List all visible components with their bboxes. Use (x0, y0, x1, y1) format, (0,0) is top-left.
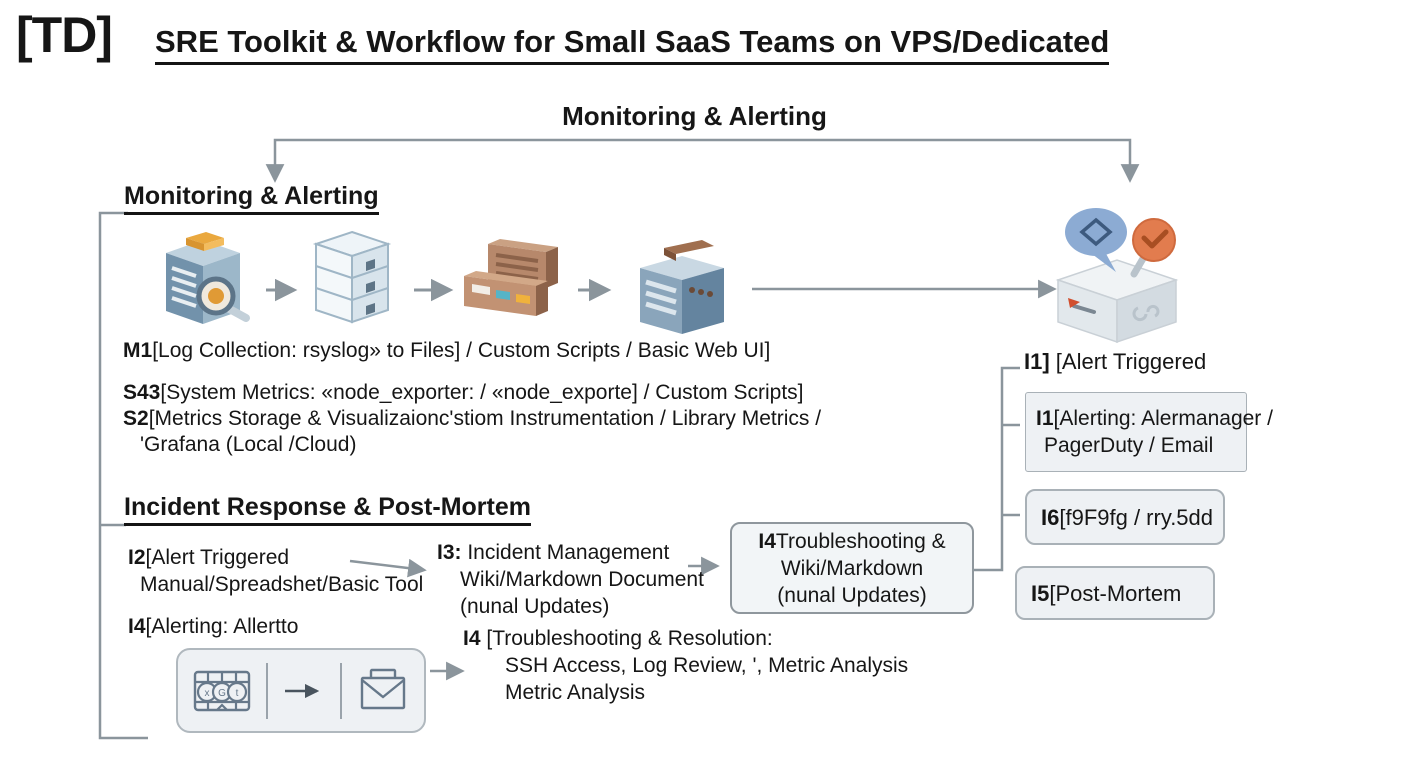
log-search-cube-icon (166, 232, 250, 324)
monitoring-heading: Monitoring & Alerting (124, 182, 379, 215)
m1-label: M1[Log Collection: rsyslog» to Files] / … (123, 339, 771, 362)
dashboard-rack-icon (464, 239, 558, 316)
s2-label: S2[Metrics Storage & Visualizaionc'stiom… (123, 407, 822, 430)
alert-to-email-toolbox: x G t (176, 648, 426, 733)
i1-alert-triggered-label: I1] [Alert Triggered (1024, 349, 1207, 374)
i2-label: I2[Alert Triggered Manual/Spreadshet/Bas… (128, 546, 424, 596)
alerting-box-icon (1055, 208, 1179, 344)
i3-label: I3: Incident Management Wiki/Markdown Do… (437, 541, 704, 618)
exporter-box-icon (640, 240, 724, 334)
incident-heading: Incident Response & Post-Mortem (124, 493, 531, 526)
svg-text:x: x (205, 688, 210, 699)
i1-alerting-box: I1[Alerting: Alermanager / PagerDuty / E… (1025, 392, 1273, 472)
i4-resolution-label: I4 [Troubleshooting & Resolution: SSH Ac… (463, 627, 909, 704)
s2-continuation-label: 'Grafana (Local /Cloud) (140, 433, 357, 456)
page-title: SRE Toolkit & Workflow for Small SaaS Te… (155, 24, 1110, 65)
email-icon (360, 668, 406, 709)
toolbox-divider-1 (266, 662, 268, 719)
i2-i3-arrow (349, 558, 427, 578)
left-spine-connector (98, 211, 148, 740)
svg-text:G: G (218, 688, 226, 699)
i4-alerting-label: I4[Alerting: Allertto (128, 615, 299, 638)
top-bracket-connector (265, 138, 1140, 183)
i5-post-mortem-box: I5[Post-Mortem (1015, 566, 1215, 620)
svg-text:t: t (236, 688, 239, 699)
right-bracket-connector (974, 366, 1020, 572)
i6-box: I6[f9F9fg / rry.5dd (1025, 489, 1225, 545)
i4-troubleshooting-box: I4Troubleshooting & Wiki/Markdown (nunal… (730, 522, 974, 614)
toolbox-divider-2 (340, 662, 342, 719)
alert-grid-icon: x G t (193, 670, 251, 711)
top-group-label: Monitoring & Alerting (562, 101, 827, 131)
s43-label: S43[System Metrics: «node_exporter: / «n… (123, 381, 804, 404)
arrow-icon (285, 683, 320, 698)
brand-logo: [TD] (16, 7, 113, 63)
metrics-storage-icon (312, 230, 392, 324)
